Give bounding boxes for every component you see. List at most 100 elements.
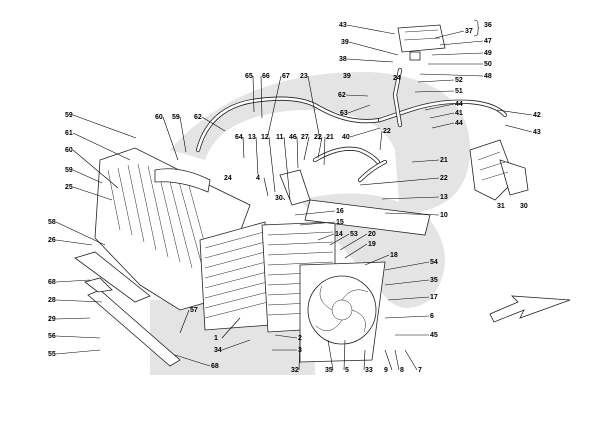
leader-line-c35b xyxy=(327,339,334,371)
leader-line-c61 xyxy=(72,132,131,161)
leader-line-c4 xyxy=(263,177,269,197)
callout-label-c11: 11 xyxy=(276,134,284,141)
leader-line-c44a xyxy=(424,103,455,111)
callout-label-c65: 65 xyxy=(245,73,253,80)
leader-line-c42 xyxy=(496,109,533,116)
callout-label-c45: 45 xyxy=(430,332,438,339)
leader-line-c64 xyxy=(242,136,245,159)
callout-label-c22c: 22 xyxy=(440,175,448,182)
callout-label-c47: 47 xyxy=(484,38,492,45)
callout-label-c9: 9 xyxy=(384,367,388,374)
callout-label-c55: 55 xyxy=(48,351,56,358)
callout-label-c28: 28 xyxy=(48,297,56,304)
leader-line-c6 xyxy=(384,315,430,319)
callout-label-c59b: 59 xyxy=(172,114,180,121)
leader-line-c39a xyxy=(348,41,399,56)
leader-line-c37 xyxy=(434,30,465,39)
callout-label-c3: 3 xyxy=(298,347,302,354)
leader-line-c20 xyxy=(339,233,368,251)
callout-label-c61: 61 xyxy=(65,130,73,137)
callout-label-c12: 12 xyxy=(261,134,269,141)
callout-label-c62b: 62 xyxy=(194,114,202,121)
callout-label-c14: 14 xyxy=(335,231,343,238)
callout-label-c39a: 39 xyxy=(341,39,349,46)
callout-label-c31: 31 xyxy=(497,203,505,210)
callout-label-c41: 41 xyxy=(455,110,463,117)
callout-label-c32: 32 xyxy=(291,367,299,374)
leader-line-c32 xyxy=(298,339,301,371)
callout-label-c20: 20 xyxy=(368,231,376,238)
leader-line-c18 xyxy=(364,254,390,266)
callout-label-c29: 29 xyxy=(48,316,56,323)
callout-label-c33: 33 xyxy=(365,367,373,374)
leader-line-c7 xyxy=(404,349,418,371)
callout-label-c13a: 13 xyxy=(248,134,256,141)
leader-line-c67 xyxy=(267,75,282,136)
callout-label-c23: 23 xyxy=(300,73,308,80)
callout-label-c52: 52 xyxy=(455,77,463,84)
callout-label-c64: 64 xyxy=(235,134,243,141)
leader-line-c9 xyxy=(384,349,393,371)
coolant-hoses xyxy=(195,67,508,183)
leader-line-c26 xyxy=(55,239,93,246)
leader-line-c15 xyxy=(299,221,336,226)
cooling-fan xyxy=(299,261,386,363)
callout-label-c1: 1 xyxy=(214,335,218,342)
leader-line-c63 xyxy=(347,104,371,114)
leader-line-c10 xyxy=(384,212,440,216)
leader-line-c52 xyxy=(417,79,455,83)
leader-line-c60b xyxy=(72,149,119,189)
callout-label-c4: 4 xyxy=(256,175,260,182)
callout-label-c22a: 22 xyxy=(383,128,391,135)
callout-label-c37: 37 xyxy=(465,28,473,35)
leader-line-c12 xyxy=(268,136,276,193)
callout-label-c40: 40 xyxy=(342,134,350,141)
leader-line-c59a xyxy=(72,114,137,139)
cross-member xyxy=(279,169,431,236)
leader-line-c62a xyxy=(345,94,369,97)
callout-label-c24a: 24 xyxy=(393,75,401,82)
leader-line-c2 xyxy=(274,334,298,339)
leader-line-c59c xyxy=(72,169,103,184)
callout-label-c56: 56 xyxy=(48,333,56,340)
leader-line-c21b xyxy=(411,159,440,163)
leader-line-c43a xyxy=(346,24,396,35)
callout-label-c60a: 60 xyxy=(155,114,163,121)
callout-label-c25: 25 xyxy=(65,184,73,191)
leader-line-c48 xyxy=(419,73,484,77)
callout-label-c46: 46 xyxy=(289,134,297,141)
leader-line-c13b xyxy=(381,196,440,200)
leader-line-c13a xyxy=(255,136,259,176)
callout-label-c22b: 22 xyxy=(314,134,322,141)
callout-label-c26: 26 xyxy=(48,237,56,244)
leader-line-c16 xyxy=(294,210,336,216)
callout-label-c8: 8 xyxy=(400,367,404,374)
callout-label-c10: 10 xyxy=(440,212,448,219)
callout-label-c17: 17 xyxy=(430,294,438,301)
leader-line-c33 xyxy=(363,349,366,371)
pump-housing xyxy=(469,139,529,201)
callout-label-c68a: 68 xyxy=(48,279,56,286)
leader-line-c11 xyxy=(283,136,291,201)
callout-label-c66: 66 xyxy=(262,73,270,80)
leader-line-c28 xyxy=(55,299,103,303)
leader-line-c68a xyxy=(55,279,91,283)
callout-label-c50: 50 xyxy=(484,61,492,68)
leader-line-c55 xyxy=(55,349,101,355)
leader-line-c27 xyxy=(303,136,310,161)
callout-label-c44b: 44 xyxy=(455,120,463,127)
leader-line-c1 xyxy=(221,317,241,339)
leader-line-c35a xyxy=(384,279,430,286)
leader-line-c30 xyxy=(282,197,286,201)
leader-line-c49 xyxy=(431,52,484,56)
callout-label-c54: 54 xyxy=(430,259,438,266)
callout-label-c49: 49 xyxy=(484,50,492,57)
leader-line-c14 xyxy=(317,233,335,241)
callout-label-c68b: 68 xyxy=(211,363,219,370)
leader-line-c46 xyxy=(296,136,299,169)
callout-label-c38: 38 xyxy=(339,56,347,63)
callout-label-c42: 42 xyxy=(533,112,541,119)
leader-line-c51 xyxy=(414,90,455,93)
